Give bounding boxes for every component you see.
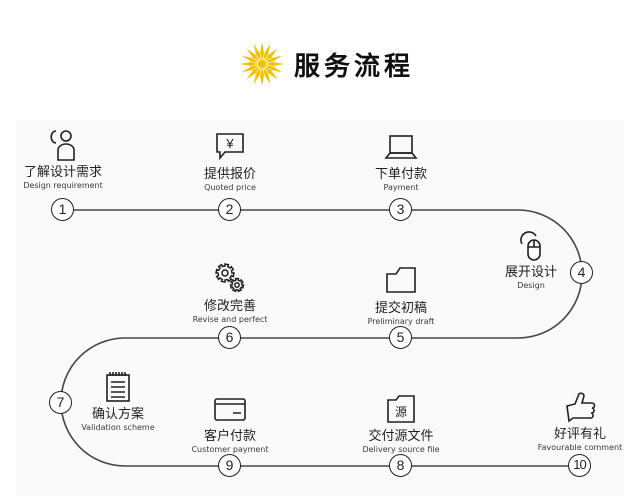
petal (263, 43, 271, 62)
customer-service-icon (50, 130, 75, 161)
process-panel (16, 120, 624, 496)
step-number-3: 3 (389, 198, 412, 221)
sunflower-icon (240, 42, 284, 86)
step-title: 提供报价 (203, 167, 256, 182)
petal (253, 43, 261, 62)
step-7: 确认方案 Validation scheme (38, 370, 198, 433)
step-title: 确认方案 (91, 407, 144, 422)
step-subtitle: Preliminary draft (367, 317, 435, 326)
page-title: 服务流程 (294, 52, 415, 82)
step-subtitle: Design (517, 281, 545, 290)
step-6: 修改完善 Revise and perfect (150, 262, 310, 325)
step-subtitle: Quoted price (204, 183, 256, 192)
petal (260, 42, 264, 61)
step-title: 好评有礼 (553, 427, 606, 442)
petal (260, 67, 264, 86)
step-3: 下单付款 Payment (321, 130, 481, 193)
step-subtitle: Design requirement (23, 181, 103, 190)
petal (264, 55, 283, 63)
petal (253, 66, 261, 85)
petal (241, 65, 260, 73)
thumbs-up-icon (566, 392, 596, 423)
step-subtitle: Payment (383, 183, 419, 192)
step-9: 客户付款 Customer payment (150, 392, 310, 455)
petal (263, 66, 271, 85)
step-10: 好评有礼 Favourable comment (500, 390, 640, 453)
svg-text:源: 源 (395, 405, 407, 419)
petal (264, 66, 278, 80)
petal (265, 62, 284, 66)
price-quote-icon: ¥ (216, 133, 244, 161)
step-title: 了解设计需求 (23, 165, 102, 180)
step-number-9: 9 (218, 454, 241, 477)
laptop-icon (384, 135, 418, 159)
petal (246, 48, 260, 62)
source-folder-icon: 源 (387, 395, 415, 423)
petal (264, 48, 278, 62)
step-subtitle: Validation scheme (81, 423, 155, 432)
petal (240, 62, 259, 66)
step-title: 修改完善 (203, 299, 256, 314)
step-subtitle: Delivery source file (362, 445, 440, 454)
step-subtitle: Revise and perfect (192, 315, 268, 324)
credit-card-icon (214, 398, 246, 421)
step-subtitle: Customer payment (191, 445, 269, 454)
mouse-icon (520, 231, 541, 261)
step-number-2: 2 (218, 198, 241, 221)
notepad-icon (106, 372, 130, 402)
petal (241, 55, 260, 63)
petal (264, 65, 283, 73)
step-title: 下单付款 (374, 167, 427, 182)
step-number-5: 5 (389, 326, 412, 349)
step-number-10: 10 (568, 454, 591, 477)
step-8: 源 交付源文件 Delivery source file (321, 392, 481, 455)
process-line (60, 209, 583, 467)
petal (246, 66, 260, 80)
step-title: 交付源文件 (368, 429, 434, 444)
svg-text:¥: ¥ (225, 136, 234, 151)
step-number-4: 4 (570, 261, 593, 284)
step-5: 提交初稿 Preliminary draft (321, 264, 481, 327)
step-subtitle: Favourable comment (537, 443, 623, 452)
step-title: 客户付款 (203, 429, 256, 444)
folder-icon (386, 267, 416, 293)
step-title: 提交初稿 (374, 301, 427, 316)
step-number-1: 1 (51, 198, 74, 221)
gears-icon (215, 263, 245, 293)
step-number-8: 8 (389, 454, 412, 477)
step-2: ¥ 提供报价 Quoted price (150, 130, 310, 193)
step-number-7: 7 (49, 391, 72, 414)
step-1: 了解设计需求 Design requirement (0, 128, 143, 191)
step-title: 展开设计 (504, 265, 557, 280)
step-number-6: 6 (218, 326, 241, 349)
step-4: 展开设计 Design (451, 228, 611, 291)
